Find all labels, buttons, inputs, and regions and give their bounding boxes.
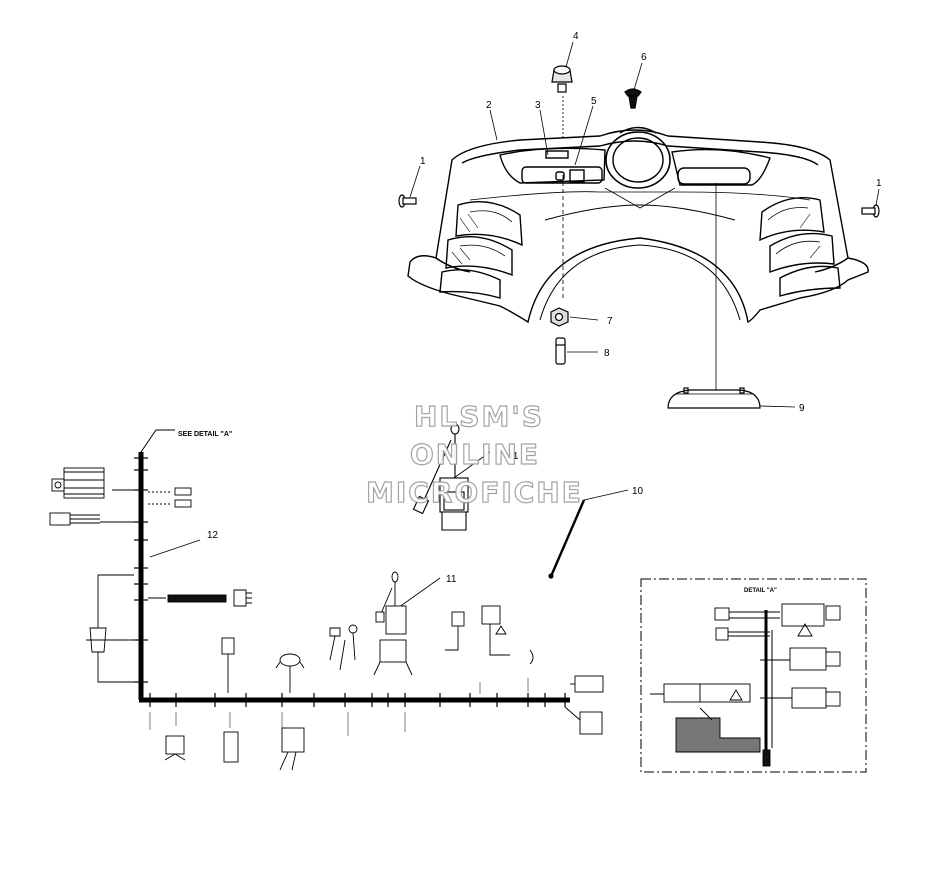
- clip-part-8: [555, 337, 566, 365]
- wiring-harness: [49, 429, 604, 771]
- rod-part-10: [548, 499, 586, 579]
- callout-7: 7: [607, 316, 613, 327]
- rivet-part-6: [624, 88, 642, 109]
- callout-12: 12: [207, 530, 219, 541]
- grille-part-9: [667, 387, 761, 409]
- watermark: HLSM'S ONLINE MICROFICHE: [365, 399, 583, 509]
- watermark-line-2: ONLINE: [410, 438, 540, 471]
- screw-part-1-left: [398, 194, 417, 208]
- callout-10: 10: [632, 486, 644, 497]
- watermark-line-3: MICROFICHE: [366, 476, 583, 509]
- nut-part-7: [550, 307, 569, 327]
- knob-part-4: [551, 65, 573, 140]
- callout-3: 3: [535, 100, 541, 111]
- screw-part-1-right: [861, 204, 880, 218]
- wire-code-marks: [149, 678, 529, 736]
- callout-8: 8: [604, 348, 610, 359]
- callout-6: 6: [641, 52, 647, 63]
- watermark-line-1: HLSM'S: [414, 400, 544, 433]
- sensor-part-11-upper: [412, 423, 469, 531]
- dash-panel: [407, 126, 869, 324]
- detail-a-box: [640, 578, 867, 773]
- callout-1-right: 1: [876, 178, 882, 189]
- detail-a-title: DETAIL "A": [744, 588, 777, 594]
- callout-1-left: 1: [420, 156, 426, 167]
- callout-4: 4: [573, 31, 579, 42]
- callout-11-upper: 11: [508, 451, 519, 462]
- leader-lines: [149, 41, 880, 611]
- see-detail-label: SEE DETAIL "A": [178, 431, 232, 438]
- callout-11-lower: 11: [446, 574, 457, 585]
- callout-2: 2: [486, 100, 492, 111]
- callout-numbers: 1 1 2 3 4 5 6 7 8 9 10 11 11 12: [207, 31, 882, 585]
- callout-9: 9: [799, 403, 805, 414]
- callout-5: 5: [591, 96, 597, 107]
